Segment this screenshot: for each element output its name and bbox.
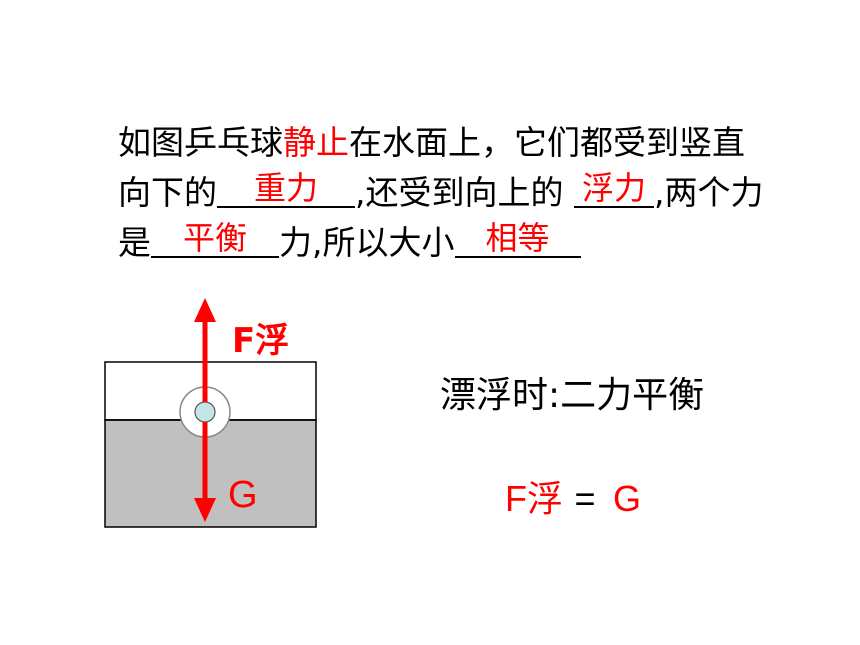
floating-ball-diagram [104, 298, 317, 528]
ping-pong-ball-center [194, 401, 216, 423]
question-line-3: 是平衡力,所以大小相等 [118, 218, 858, 268]
answer-blank-equal: 相等 [454, 218, 581, 258]
answer-blank-balance: 平衡 [151, 218, 279, 258]
answer-static: 静止 [283, 123, 349, 162]
floating-condition-title: 漂浮时:二力平衡 [440, 375, 705, 416]
answer-blank-buoyancy: 浮力 [573, 168, 654, 208]
question-text: 向下的 [118, 173, 217, 212]
question-text: 力,所以大小 [279, 223, 455, 262]
equation-equals: = [574, 478, 596, 519]
gravity-force-label: G [228, 474, 258, 516]
equation-fu: 浮 [527, 479, 564, 520]
force-equation: F浮 = G [505, 470, 641, 522]
equation-g: G [612, 478, 641, 519]
question-text: ,两个力 [653, 173, 764, 212]
buoyancy-arrow-head [194, 298, 216, 322]
question-line-2: 向下的重力,还受到向上的 浮力,两个力 [118, 168, 858, 218]
question-text: 是 [118, 223, 151, 262]
question-line-1: 如图乒乓球静止在水面上，它们都受到竖直 [118, 118, 858, 168]
answer-blank-gravity: 重力 [217, 168, 355, 208]
question-text: 如图乒乓球 [118, 123, 283, 162]
question-text: 在水面上，它们都受到竖直 [349, 123, 745, 162]
question-paragraph: 如图乒乓球静止在水面上，它们都受到竖直 向下的重力,还受到向上的 浮力,两个力 … [118, 118, 858, 268]
gravity-arrow-head [194, 498, 216, 522]
equation-f: F [505, 478, 527, 519]
buoyancy-force-label: F浮 [232, 321, 290, 361]
question-text: ,还受到向上的 [355, 173, 574, 212]
